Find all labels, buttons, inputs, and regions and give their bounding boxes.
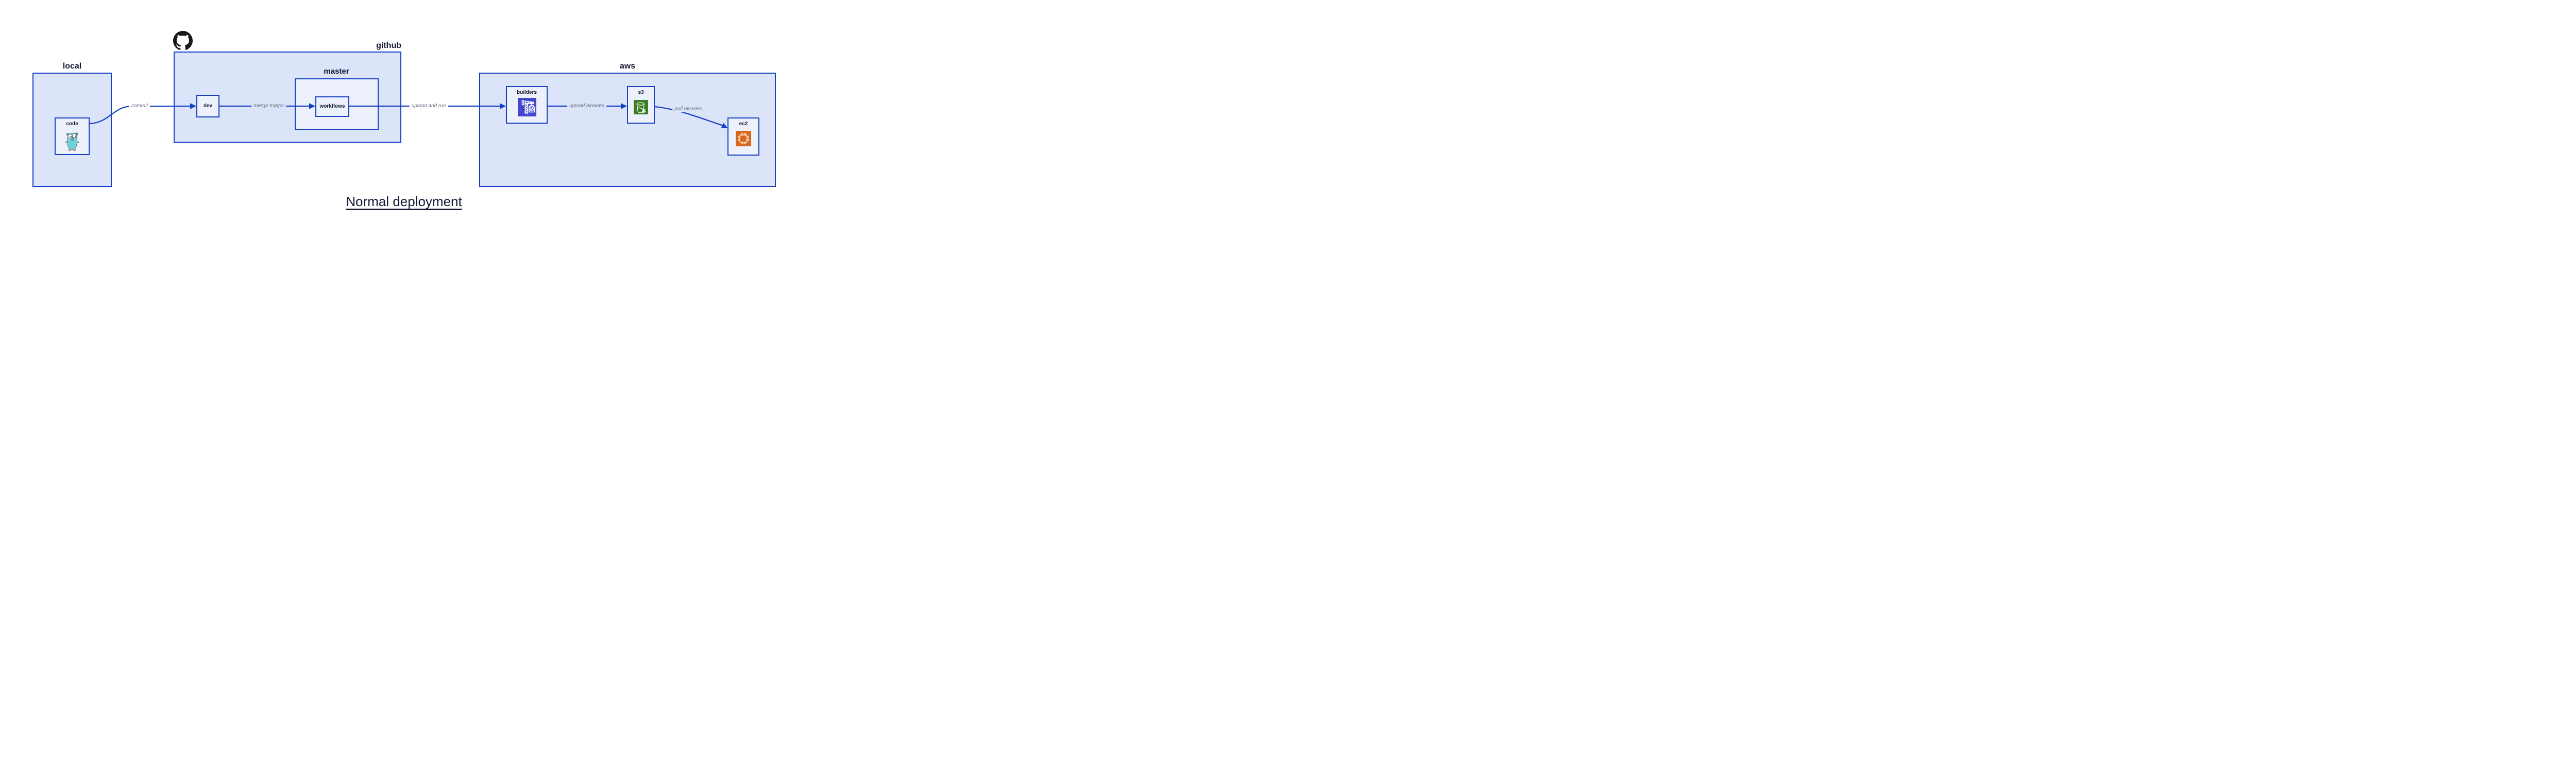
edge-label-commit: commit: [129, 103, 150, 109]
node-dev-label: dev: [203, 103, 213, 109]
node-ec2: ec2: [727, 117, 759, 156]
aws-container-label: aws: [619, 62, 636, 71]
edge-label-upload-binaries: upload binaries: [567, 103, 606, 109]
master-container-label: master: [324, 67, 349, 76]
node-s3: s3: [627, 86, 655, 124]
go-gopher-icon: [65, 129, 79, 154]
node-code-label: code: [66, 121, 78, 127]
node-s3-label: s3: [638, 90, 644, 95]
edge-label-merge-trigger: merge trigger: [251, 103, 286, 109]
edge-label-upload-and-run: upload and run: [409, 103, 448, 109]
node-dev: dev: [196, 95, 219, 117]
node-code: code: [55, 117, 90, 155]
node-builders: builders: [506, 86, 548, 124]
node-builders-label: builders: [517, 90, 537, 95]
local-container-label: local: [62, 62, 82, 71]
diagram-canvas: local github master aws code: [0, 0, 814, 244]
diagram-title: Normal deployment: [346, 194, 462, 209]
node-ec2-label: ec2: [739, 121, 748, 127]
aws-ec2-chip-icon: [736, 131, 751, 146]
github-octocat-icon: [173, 31, 193, 50]
edge-label-pull-binaries: pull binaries: [672, 106, 704, 112]
aws-s3-bucket-icon: [634, 100, 648, 114]
aws-codebuild-icon: [517, 98, 536, 116]
node-workflows-label: workflows: [319, 104, 345, 109]
github-container-label: github: [376, 41, 401, 50]
node-workflows: workflows: [315, 96, 349, 117]
